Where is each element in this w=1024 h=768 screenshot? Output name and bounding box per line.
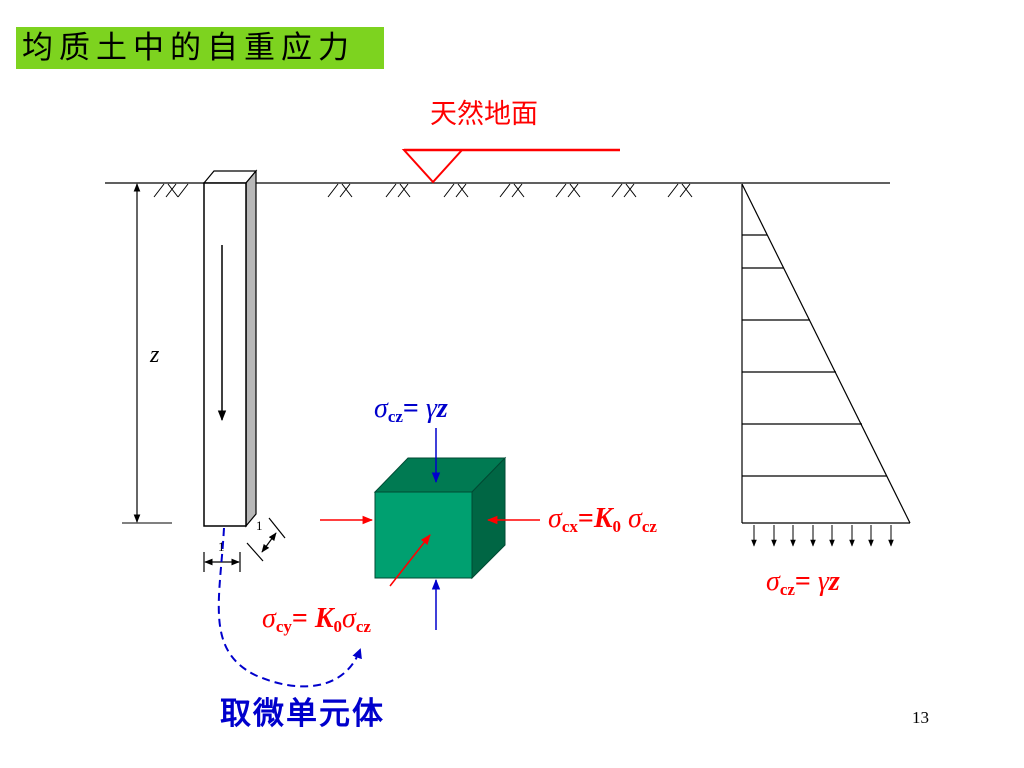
sigma-subscript: cy [276, 617, 293, 636]
horizontal-stress-label: σcx=K0 σcz [548, 503, 657, 536]
profile-stress-label: σcz= γz [766, 566, 840, 599]
gamma-symbol: γ [818, 566, 830, 597]
z-symbol: z [828, 566, 840, 597]
sigma-symbol: σ [621, 503, 643, 534]
slide-number: 13 [912, 708, 929, 727]
k-subscript: 0 [613, 517, 622, 536]
sigma-symbol: σ [342, 603, 357, 634]
base-stress-arrows [751, 525, 894, 547]
sigma-subscript: cx [562, 517, 579, 536]
sigma-symbol: σ [262, 603, 277, 634]
top-stress-label: σcz= γz [374, 393, 448, 426]
k-symbol: K [593, 503, 615, 534]
unit-width-label: 1 [218, 539, 225, 554]
title-banner [16, 27, 384, 69]
gamma-symbol: γ [426, 393, 438, 424]
sigma-subscript: cz [642, 517, 658, 536]
element-label: 取微单元体 [220, 696, 385, 732]
ground-surface-label: 天然地面 [430, 99, 538, 130]
ground-hatching [153, 183, 693, 198]
stress-distribution-profile [741, 183, 911, 524]
z-symbol: z [436, 393, 448, 424]
depth-label: z [149, 342, 160, 368]
soil-column [202, 169, 258, 528]
lateral-stress-label: σcy= K0σcz [262, 603, 371, 636]
equals-sign: = [292, 603, 315, 634]
equals-sign: = [403, 393, 426, 424]
unit-dimensions [203, 517, 286, 572]
slide-title: 均质土中的自重应力 [22, 30, 355, 66]
sigma-subscript: cz [388, 407, 404, 426]
sigma-subscript: cz [780, 580, 796, 599]
k-symbol: K [314, 603, 336, 634]
sigma-symbol: σ [766, 566, 781, 597]
sigma-symbol: σ [374, 393, 389, 424]
equals-sign: = [795, 566, 818, 597]
unit-depth-label: 1 [256, 518, 263, 533]
soil-element-cube [373, 456, 507, 580]
ground-level-marker [401, 149, 465, 184]
lateral-stress-arrow [389, 534, 431, 587]
sigma-subscript: cz [356, 617, 372, 636]
sigma-symbol: σ [548, 503, 563, 534]
dashed-transfer-arrow [217, 527, 362, 688]
k-subscript: 0 [334, 617, 343, 636]
equals-sign: = [578, 503, 594, 534]
